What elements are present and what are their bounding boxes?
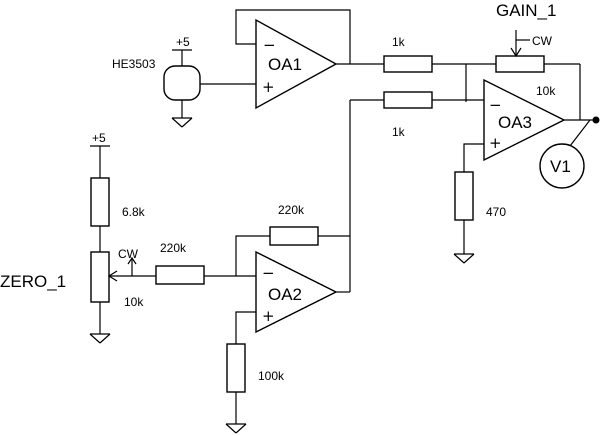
zero-supply: +5 (90, 131, 110, 178)
resistor-r-100k: 100k (226, 343, 285, 393)
opamp-oa2-inv-sign: − (262, 264, 275, 282)
opamp-oa2-noninv-sign: + (262, 307, 275, 325)
resistor-r-220k-fb: 220k (269, 203, 319, 246)
pot-gain-value: 10k (536, 84, 556, 98)
resistor-r-in2: 1k (383, 91, 433, 139)
output-node (592, 116, 600, 124)
opamp-oa3-inv-sign: − (489, 96, 502, 114)
pot-zero: ZERO_1 CW 10k (0, 247, 144, 309)
pot-zero-value: 10k (124, 295, 144, 309)
oa1-feedback-wire (235, 9, 351, 64)
opamp-oa1-inv-sign: − (263, 36, 276, 54)
resistor-r-in1: 1k (383, 35, 433, 73)
resistor-r-6k8: 6.8k (90, 177, 146, 227)
he3503-label: HE3503 (112, 57, 156, 71)
ground-symbol-3 (453, 253, 475, 264)
meter-v1: V1 (539, 119, 591, 189)
supply-label-zero: +5 (92, 131, 106, 145)
opamp-oa2: OA2 − + (255, 250, 338, 334)
resistor-r-220k-in-value: 220k (160, 241, 187, 255)
resistor-r-220k-in: 220k (155, 241, 205, 285)
resistor-r-in2-value: 1k (392, 125, 406, 139)
opamp-oa1-noninv-sign: + (262, 78, 275, 96)
resistor-r-6k8-value: 6.8k (122, 205, 146, 219)
pot-zero-wiper-label: CW (118, 247, 139, 261)
ground-symbol-2 (89, 333, 111, 344)
meter-v1-label: V1 (550, 157, 571, 176)
pot-gain-wiper-label: CW (532, 34, 553, 48)
ground-symbol-4 (225, 423, 247, 434)
pot-gain-label: GAIN_1 (496, 1, 556, 20)
resistor-r-100k-value: 100k (258, 369, 285, 383)
supply-label-top: +5 (176, 35, 190, 49)
resistor-r-220k-fb-value: 220k (278, 203, 305, 217)
opamp-oa3-label: OA3 (498, 113, 532, 132)
opamp-oa1: OA1 − + (255, 18, 338, 110)
opamp-oa3: OA3 − + (483, 78, 566, 162)
resistor-r-in1-value: 1k (392, 35, 406, 49)
opamp-oa2-label: OA2 (268, 285, 302, 304)
he3503-sensor: +5 HE3503 (112, 35, 256, 128)
opamp-oa3-noninv-sign: + (489, 134, 502, 152)
resistor-r-470: 470 (454, 171, 506, 221)
resistor-r-470-value: 470 (486, 205, 506, 219)
pot-gain: GAIN_1 CW 10k (495, 1, 556, 98)
opamp-oa1-label: OA1 (268, 55, 302, 74)
pot-zero-label: ZERO_1 (0, 272, 66, 291)
he3503-body (163, 65, 201, 101)
